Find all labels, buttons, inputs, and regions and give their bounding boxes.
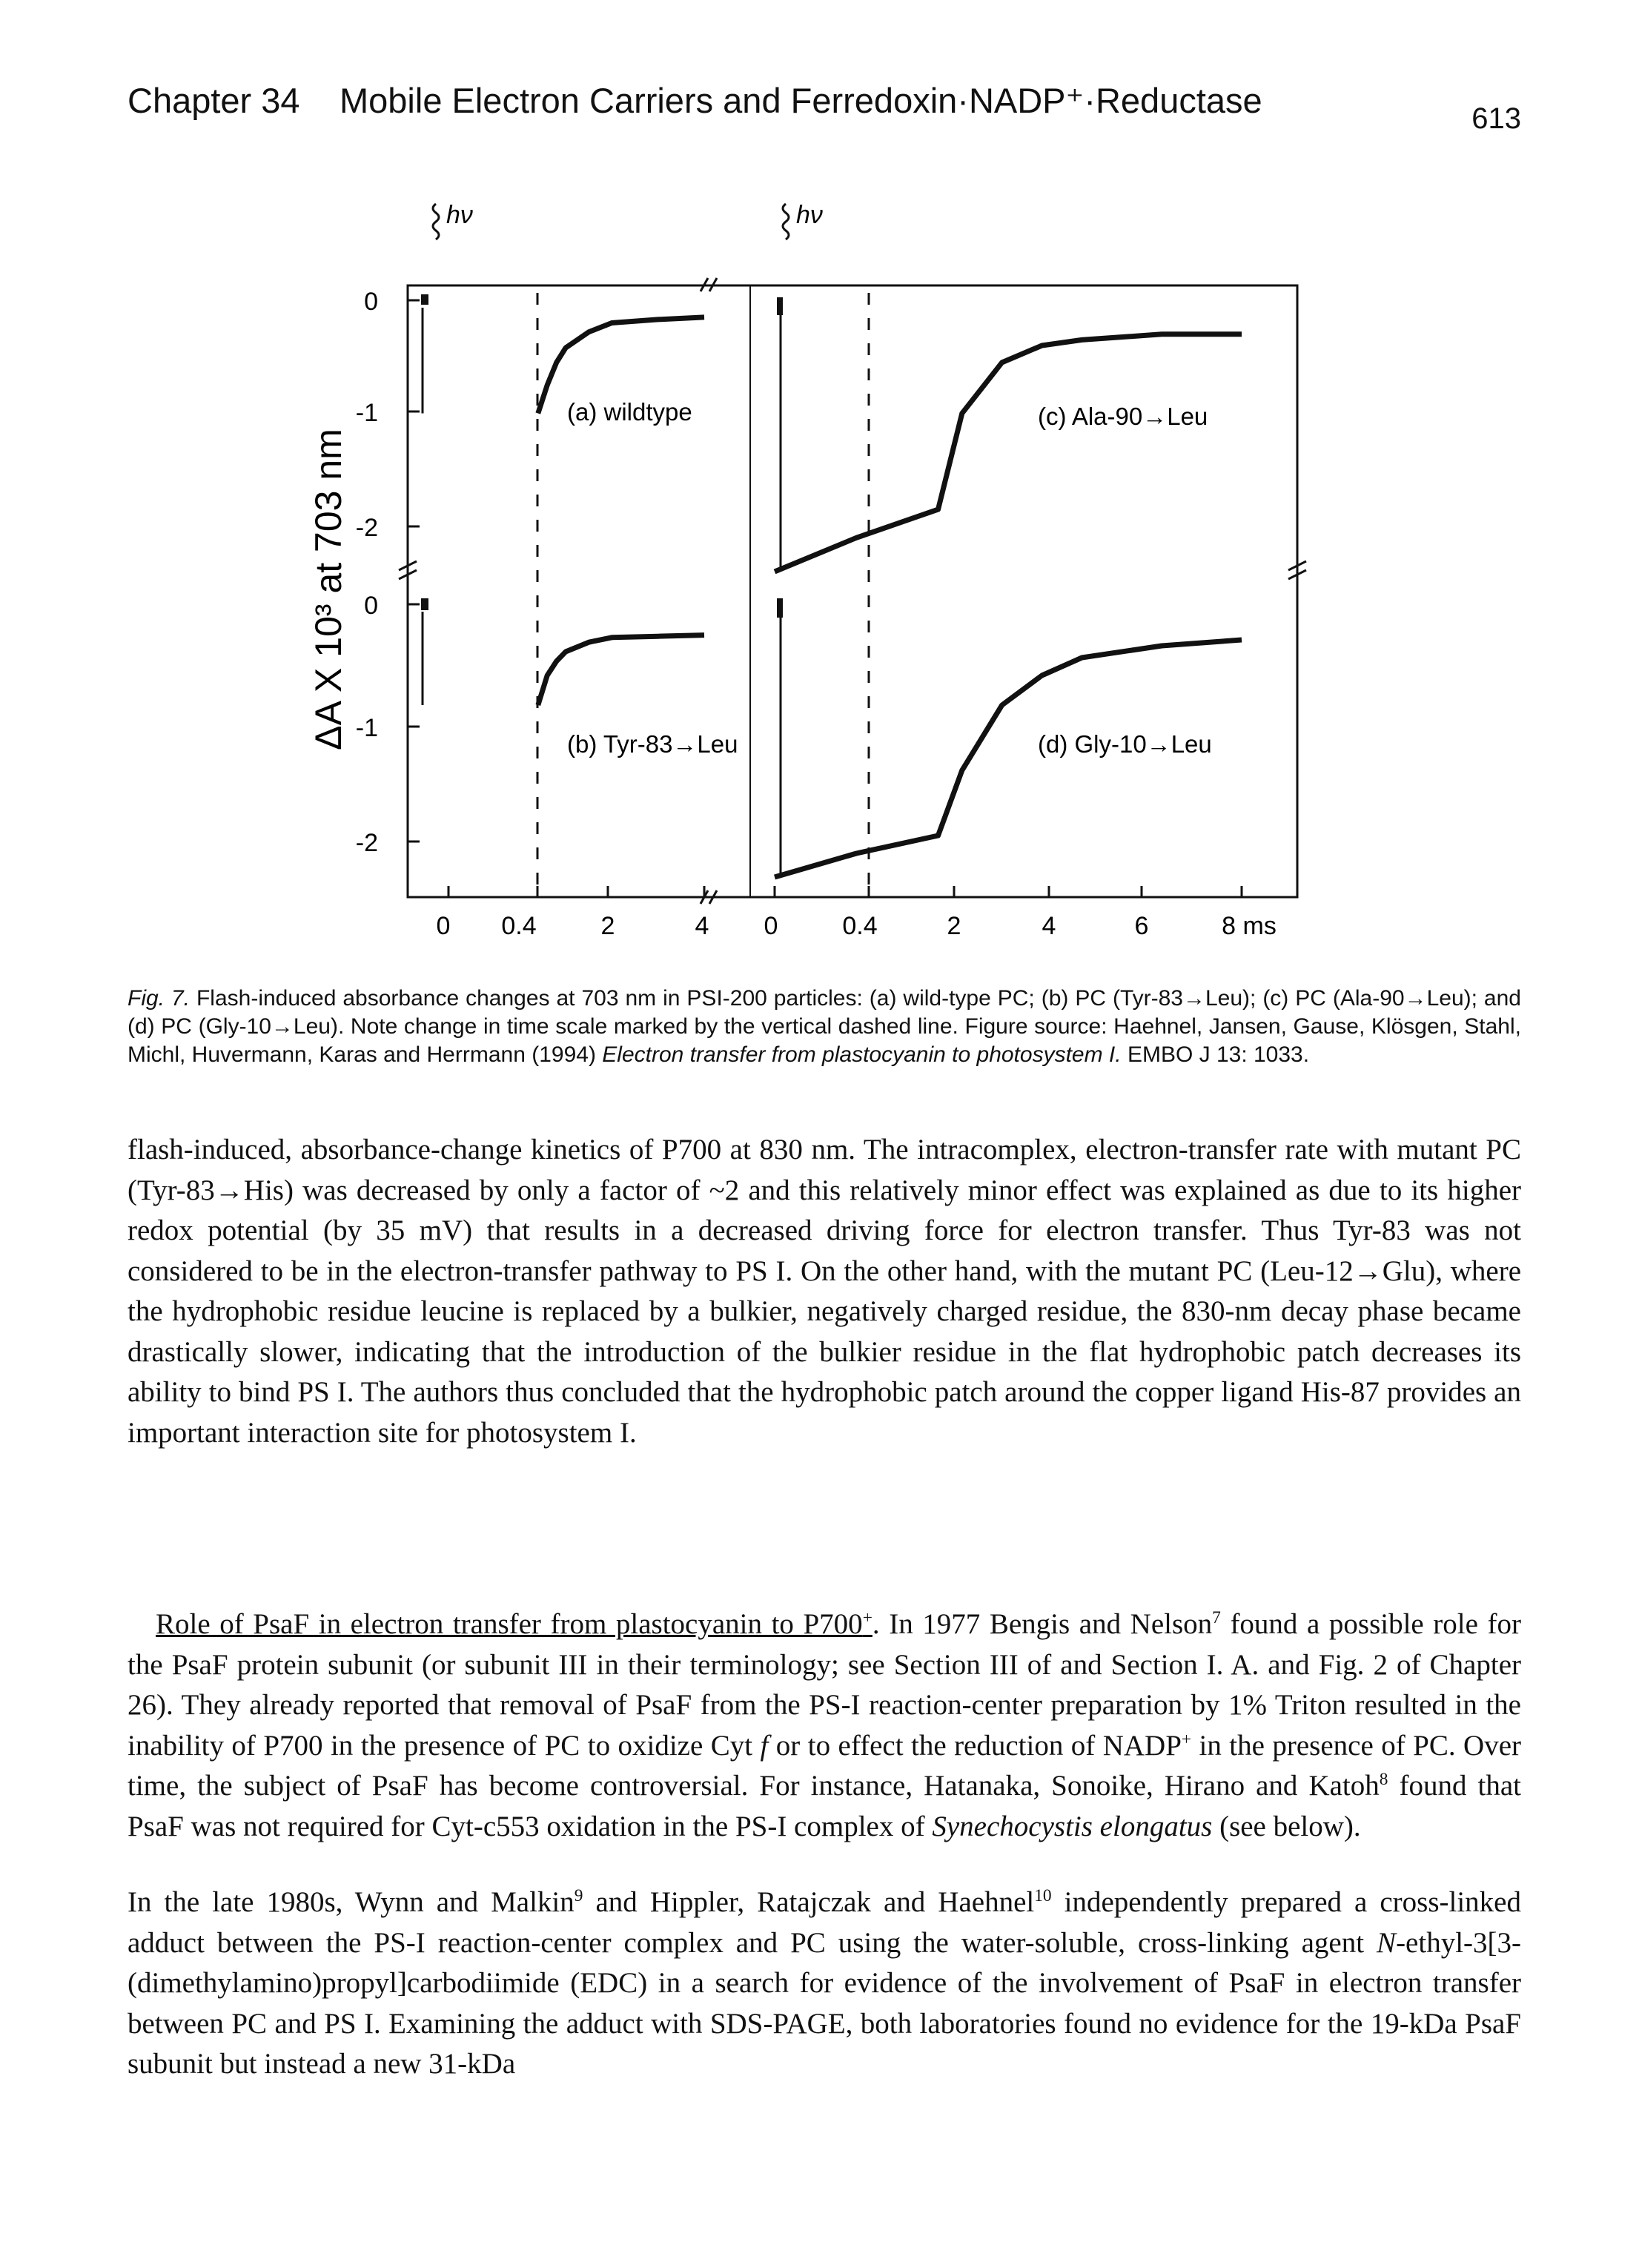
para-text: -ethyl-3[3-(dimethylamino)propyl]carbodi… (128, 1926, 1521, 2080)
flash-squiggle-left (431, 202, 440, 241)
y-tick-label: 0 (364, 592, 378, 620)
x-tick-label: 6 (1135, 912, 1149, 940)
species-name: Synechocystis elongatus (932, 1810, 1213, 1842)
section-heading-sup: + (862, 1608, 873, 1627)
x-tick-label: 8 ms (1222, 912, 1277, 940)
para-text: (see below). (1212, 1810, 1361, 1842)
y-tick-label: 0 (364, 288, 378, 316)
para-text: . In 1977 Bengis and Nelson (872, 1608, 1213, 1640)
y-tick-label: -1 (356, 714, 378, 742)
x-tick-label: 0 (764, 912, 778, 940)
section-heading: Role of PsaF in electron transfer from p… (156, 1608, 873, 1640)
caption-text: Flash-induced absorbance changes at 703 … (128, 986, 1521, 1067)
trace-b (535, 632, 705, 707)
flash-artifacts (421, 294, 783, 618)
figure-7: hν hν 0 -1 -2 0 -1 -2 ΔA X 10³ at 70 (308, 201, 1307, 940)
y-tick-label: -1 (356, 399, 378, 427)
body-paragraph-2: Role of PsaF in electron transfer from p… (128, 1604, 1521, 1847)
body-paragraph-1: flash-induced, absorbance-change kinetic… (128, 1134, 1521, 1449)
y-ticks (408, 299, 420, 843)
figure-frame (406, 284, 1299, 899)
axis-break-top (699, 277, 718, 292)
hv-label-left: hν (446, 201, 473, 229)
para-text: found that PsaF was not required for Cyt… (128, 1770, 1521, 1842)
page-number: 613 (1471, 102, 1521, 135)
trace-c (773, 331, 1242, 575)
x-tick-label: 4 (695, 912, 709, 940)
y-tick-label: -2 (356, 514, 378, 542)
figure-caption: Fig. 7. Flash-induced absorbance changes… (128, 985, 1521, 1069)
traces (421, 308, 1242, 880)
caption-journal: EMBO J 13: 1033. (1127, 1042, 1310, 1067)
flash-squiggle-right (781, 202, 790, 241)
y-tick-label: -2 (356, 829, 378, 857)
x-tick-label: 2 (947, 912, 961, 940)
body-paragraph-3: In the late 1980s, Wynn and Malkin9 and … (128, 1882, 1521, 2085)
para-text: independently prepared a cross-linked ad… (128, 1886, 1521, 1959)
reference-number: 8 (1379, 1770, 1388, 1789)
x-tick-label: 2 (601, 912, 615, 940)
para-text: In the late 1980s, Wynn and Malkin (128, 1886, 575, 1918)
page-header: Chapter 34 Mobile Electron Carriers and … (128, 80, 1521, 139)
section-heading-text: Role of PsaF in electron transfer from p… (156, 1608, 863, 1640)
caption-source-title: Electron transfer from plastocyanin to p… (602, 1042, 1122, 1067)
axis-break-right (1288, 560, 1307, 581)
caption-fig-label: Fig. 7. (128, 986, 190, 1011)
x-tick-label: 0.4 (501, 912, 536, 940)
para-text: or to effect the reduction of NADP (768, 1729, 1182, 1762)
x-tick-label: 0 (437, 912, 451, 940)
reference-number: 7 (1212, 1608, 1221, 1627)
panel-label-a: (a) wildtype (567, 398, 692, 426)
x-tick-label: 4 (1042, 912, 1056, 940)
para-text: found a possible role for the PsaF prote… (128, 1608, 1521, 1762)
chapter-title: Mobile Electron Carriers and Ferredoxin·… (340, 81, 1262, 120)
para-text: in the presence of PC. Over time, the su… (128, 1729, 1522, 1802)
para-text: and Hippler, Ratajczak and Haehnel (583, 1886, 1035, 1918)
superscript: + (1181, 1729, 1192, 1749)
reference-number: 9 (574, 1886, 583, 1905)
panel-label-b: (b) Tyr-83→Leu (567, 730, 738, 758)
x-ticks (447, 886, 1243, 897)
hv-label-right: hν (796, 201, 823, 229)
para-italic: N (1377, 1926, 1397, 1959)
axis-break-left (398, 560, 417, 581)
x-tick-label: 0.4 (842, 912, 877, 940)
reference-number: 10 (1034, 1886, 1052, 1905)
trace-a (535, 314, 705, 414)
panel-label-d: (d) Gly-10→Leu (1038, 730, 1212, 758)
para-italic: f (760, 1729, 769, 1762)
y-axis-label: ΔA X 10³ at 703 nm (308, 429, 349, 750)
panel-label-c: (c) Ala-90→Leu (1038, 403, 1208, 430)
chapter-label: Chapter 34 (128, 81, 300, 120)
trace-d (774, 637, 1242, 880)
